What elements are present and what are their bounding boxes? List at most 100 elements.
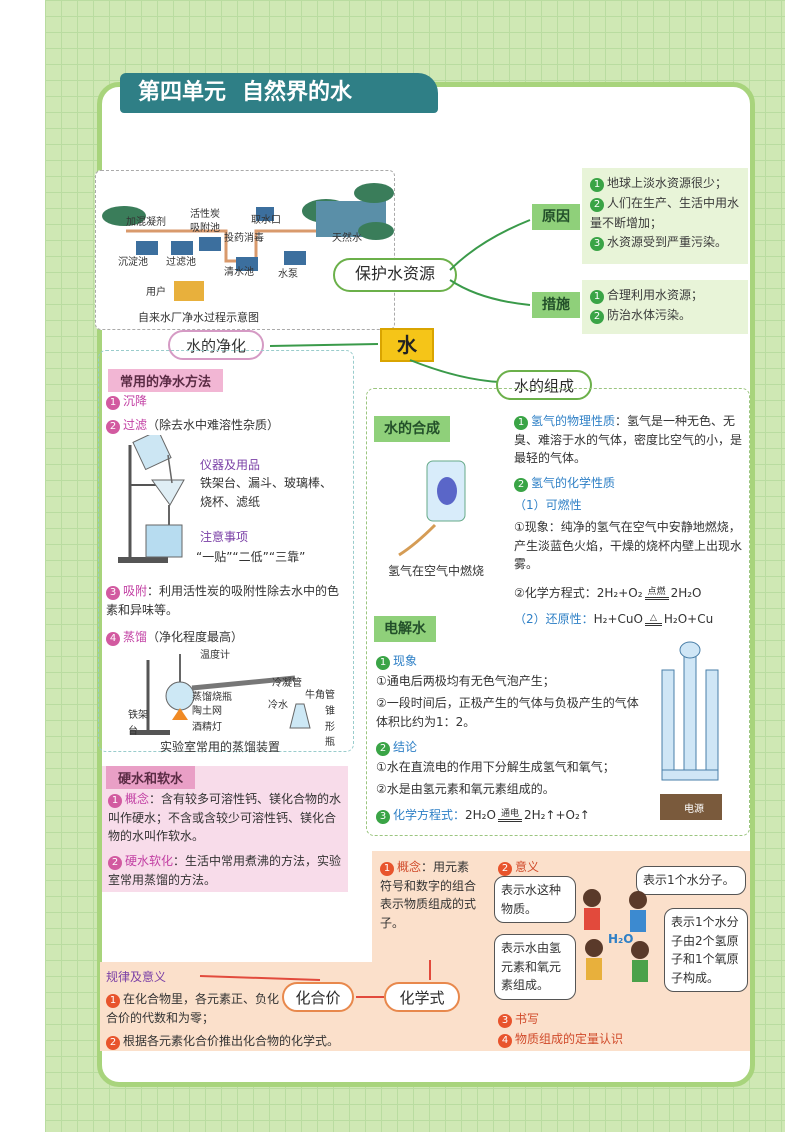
phenomenon: ①现象：纯净的氢气在空气中安静地燃烧，产生淡蓝色火焰，干燥的烧杯内壁上出现水雾。 [514, 520, 743, 572]
label-coldwater: 冷水 [268, 700, 288, 711]
measure-tag: 措施 [532, 292, 580, 318]
burn-caption: 氢气在空气中燃烧 [388, 564, 485, 578]
purify-panel [98, 350, 354, 752]
num-3-icon: 3 [498, 1014, 512, 1028]
label-adapter: 牛角管 [305, 690, 335, 701]
formula-connectors [199, 960, 431, 998]
label-touyao: 投药消毒 [224, 233, 264, 244]
electrolysis-drawing [660, 641, 722, 820]
water-plant-diagram: 加混凝剂 沉淀池 过滤池 活性炭 吸附池 取水口 投药消毒 清水池 水泵 用户 … [95, 170, 395, 330]
phenomena-2: ②一段时间后，正极产生的气体与负极产生的气体体积比约为1：2。 [376, 696, 639, 729]
num-2-icon: 2 [106, 420, 120, 434]
label-lamp: 酒精灯 [192, 722, 222, 733]
center-connectors [269, 343, 501, 383]
num-2-icon: 2 [498, 862, 512, 876]
num-2-icon: 2 [590, 309, 604, 324]
phenomena-1: ①通电后两极均有无色气泡产生； [376, 674, 555, 688]
num-2-icon: 2 [590, 197, 604, 212]
notes-head: 注意事项 [200, 530, 249, 544]
unit-name: 自然界的水 [242, 80, 353, 105]
filtration-drawing [118, 435, 185, 563]
label-thermometer: 温度计 [200, 650, 230, 661]
reason-tag: 原因 [532, 204, 580, 230]
num-4-icon: 4 [498, 1034, 512, 1048]
label-conical: 锥形瓶 [325, 706, 335, 748]
num-1-icon: 1 [108, 794, 122, 808]
label-qushui: 取水口 [251, 215, 281, 226]
composition-panel [366, 388, 750, 836]
num-3-icon: 3 [376, 810, 390, 824]
hard-water-head: 硬水和软水 [106, 766, 196, 789]
meaning-bubble-3: 表示1个水分子。 [636, 866, 746, 895]
num-1-icon: 1 [380, 862, 394, 876]
label-xifuchi: 吸附池 [190, 223, 220, 234]
flammability: （1）可燃性 [514, 498, 582, 512]
meaning-bubble-2: 表示水由氢元素和氧元素组成。 [494, 934, 576, 1000]
valence-node: 化合价 [282, 982, 354, 1012]
num-2-icon: 2 [108, 856, 122, 870]
num-2-icon: 2 [106, 1036, 120, 1050]
equation-2: （2）还原性：H₂+CuO△H₂O+Cu [514, 612, 714, 626]
diagram-caption: 自来水厂净水过程示意图 [138, 311, 259, 324]
protect-branches [449, 219, 531, 306]
rule-head: 规律及意义 [106, 970, 167, 984]
unit-number: 第四单元 [138, 80, 227, 105]
unit-title: 第四单元自然界的水 [120, 73, 438, 113]
distill-caption: 实验室常用的蒸馏装置 [160, 740, 281, 754]
num-3-icon: 3 [590, 237, 604, 252]
conclusion-2: ②水是由氢元素和氧元素组成的。 [376, 782, 555, 796]
purify-node: 水的净化 [168, 330, 264, 360]
num-2-icon: 2 [514, 478, 528, 492]
label-shuibeng: 水泵 [278, 269, 298, 280]
label-jiahun: 加混凝剂 [126, 217, 166, 228]
students-drawing [583, 889, 649, 982]
num-1-icon: 1 [590, 290, 604, 304]
distillation-drawing [130, 654, 311, 735]
h2o-label: H₂O [608, 932, 634, 946]
methods-head: 常用的净水方法 [108, 369, 224, 392]
electrolysis-tag: 电解水 [374, 616, 436, 642]
label-yonghu: 用户 [146, 287, 166, 298]
power-label: 电源 [684, 804, 704, 815]
protect-water-node: 保护水资源 [333, 258, 457, 292]
num-1-icon: 1 [106, 396, 120, 410]
formula-node: 化学式 [384, 982, 460, 1012]
instruments-text: 铁架台、漏斗、玻璃棒、烧杯、滤纸 [200, 476, 333, 509]
num-2-icon: 2 [376, 742, 390, 756]
num-1-icon: 1 [514, 416, 528, 430]
label-condenser: 冷凝管 [272, 678, 302, 689]
instruments-head: 仪器及用品 [200, 458, 261, 472]
label-gauze: 陶土网 [192, 706, 222, 717]
center-water-node: 水 [380, 328, 434, 362]
meaning-bubble-1: 表示水这种物质。 [494, 876, 576, 924]
num-1-icon: 1 [590, 178, 604, 192]
water-plant-drawing [102, 183, 394, 301]
notes-text: “一贴”“二低”“三靠” [196, 550, 306, 564]
synthesis-tag: 水的合成 [374, 416, 450, 442]
label-tianran: 天然水 [332, 233, 362, 244]
label-qingshui: 清水池 [224, 267, 254, 278]
meaning-bubble-4: 表示1个水分子由2个氢原子和1个氧原子构成。 [664, 908, 748, 993]
conclusion-1: ①水在直流电的作用下分解生成氢气和氧气； [376, 760, 615, 774]
